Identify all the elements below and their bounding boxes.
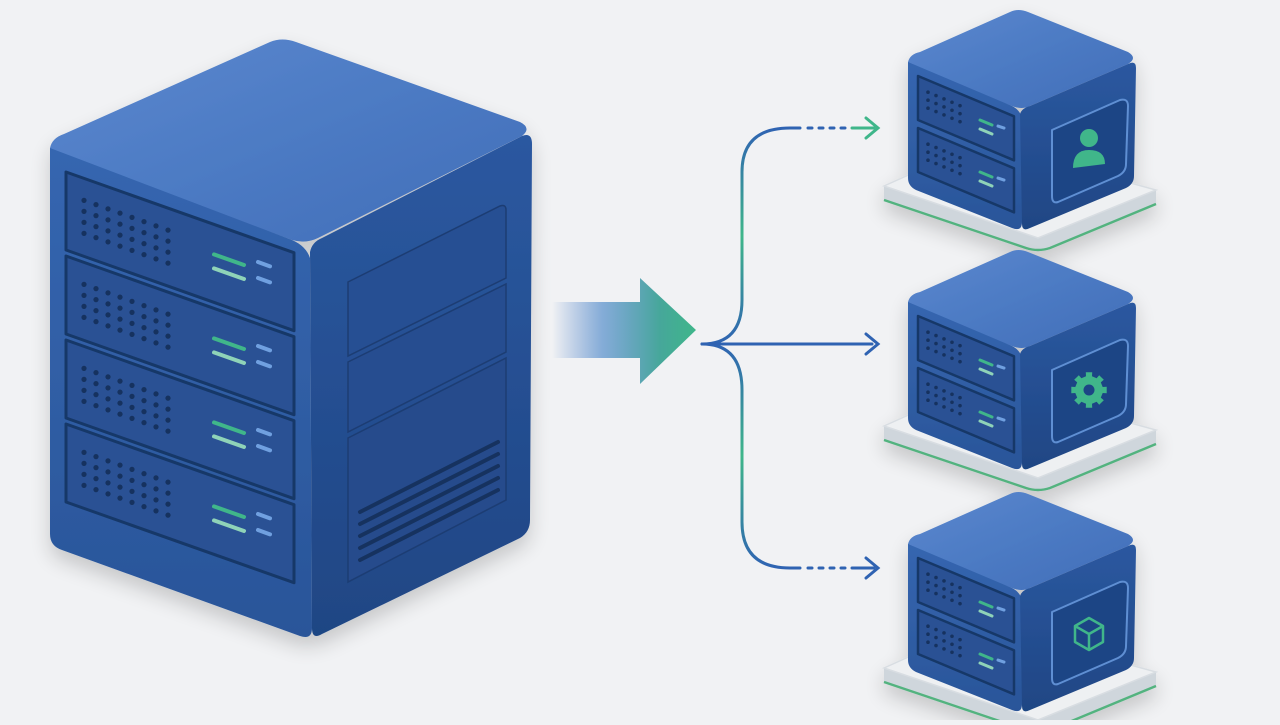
- status-light-blue: [996, 658, 1006, 664]
- bay-vent-dots: [926, 330, 962, 364]
- status-light-green: [212, 252, 246, 268]
- bay-vent-dots: [81, 365, 171, 434]
- cube-icon: [1073, 616, 1105, 652]
- user-icon: [1073, 129, 1105, 168]
- target-server-user: [881, 10, 1159, 252]
- branch-lower: [700, 342, 802, 570]
- status-light-pale: [978, 661, 994, 670]
- target-server-settings: [881, 250, 1159, 492]
- bay-face: [916, 126, 1016, 214]
- target-server-package: [881, 492, 1159, 725]
- side-panel-upper: [347, 204, 507, 358]
- main-bay: [64, 338, 296, 501]
- main-server-bays: [64, 170, 296, 585]
- main-bay: [64, 170, 296, 333]
- main-server-top: [50, 39, 527, 242]
- flow-arrow-body: [552, 278, 696, 384]
- status-light-green: [212, 420, 246, 436]
- bay-face: [916, 366, 1016, 454]
- status-light-green: [978, 118, 994, 127]
- target-bay: [916, 74, 1016, 162]
- status-light-blue: [996, 176, 1006, 182]
- target-bay: [916, 608, 1016, 696]
- gear-icon: [1071, 372, 1107, 408]
- bay-vent-dots: [926, 572, 962, 606]
- side-panel-lower: [347, 356, 507, 584]
- bay-vent-dots: [926, 624, 962, 658]
- platform-accent: [883, 198, 1157, 252]
- status-light-blue: [256, 511, 272, 521]
- bay-vent-dots: [81, 197, 171, 266]
- branch-trunk: [700, 126, 802, 346]
- status-light-pale: [978, 609, 994, 618]
- bay-face: [64, 338, 296, 501]
- status-light-pale: [978, 367, 994, 376]
- status-light-pale: [212, 518, 246, 534]
- cube-top: [908, 492, 1133, 590]
- side-panel-mid: [347, 282, 507, 434]
- cube-top: [908, 250, 1133, 348]
- bay-vent-dots: [81, 449, 171, 518]
- cube-top: [908, 10, 1133, 108]
- status-light-blue: [256, 343, 272, 353]
- status-light-blue: [256, 527, 272, 537]
- target-bay: [916, 126, 1016, 214]
- split-arrow-icon: [552, 278, 696, 384]
- target-bay: [916, 314, 1016, 402]
- status-light-pale: [212, 434, 246, 450]
- status-light-pale: [212, 266, 246, 282]
- status-light-green: [978, 410, 994, 419]
- role-badge: [1051, 580, 1129, 686]
- main-server: [50, 39, 532, 637]
- role-badge: [1051, 98, 1129, 204]
- platform-accent: [883, 438, 1157, 492]
- bay-face: [916, 556, 1016, 644]
- platform-edge: [884, 668, 1156, 725]
- bay-face: [916, 314, 1016, 402]
- status-light-blue: [996, 364, 1006, 370]
- status-light-pale: [978, 179, 994, 188]
- bay-face: [64, 170, 296, 333]
- status-light-blue: [256, 275, 272, 285]
- status-light-blue: [256, 443, 272, 453]
- bay-face: [64, 254, 296, 417]
- status-light-blue: [256, 359, 272, 369]
- target-bay: [916, 556, 1016, 644]
- target-bay: [916, 366, 1016, 454]
- side-vents: [358, 440, 500, 562]
- status-light-blue: [996, 124, 1006, 130]
- status-light-pale: [978, 127, 994, 136]
- status-light-green: [978, 652, 994, 661]
- bay-vent-dots: [81, 281, 171, 350]
- arrowhead-bottom: [864, 556, 881, 580]
- status-light-blue: [256, 259, 272, 269]
- status-light-green: [212, 336, 246, 352]
- bay-face: [916, 74, 1016, 162]
- bay-face: [64, 422, 296, 585]
- status-light-green: [978, 600, 994, 609]
- role-badge: [1051, 338, 1129, 444]
- status-light-green: [978, 170, 994, 179]
- main-bay: [64, 254, 296, 417]
- bay-vent-dots: [926, 90, 962, 124]
- main-bay: [64, 422, 296, 585]
- status-light-pale: [212, 350, 246, 366]
- arrowhead-top: [864, 116, 881, 140]
- bay-face: [916, 608, 1016, 696]
- target-servers: [881, 10, 1159, 725]
- status-light-pale: [978, 419, 994, 428]
- status-light-blue: [996, 606, 1006, 612]
- bay-vent-dots: [926, 142, 962, 176]
- status-light-green: [212, 504, 246, 520]
- status-light-blue: [256, 427, 272, 437]
- arrowhead-middle: [864, 332, 881, 356]
- status-light-green: [978, 358, 994, 367]
- bay-vent-dots: [926, 382, 962, 416]
- connector-ends: [806, 116, 881, 580]
- branch-connector: [700, 126, 874, 570]
- status-light-blue: [996, 416, 1006, 422]
